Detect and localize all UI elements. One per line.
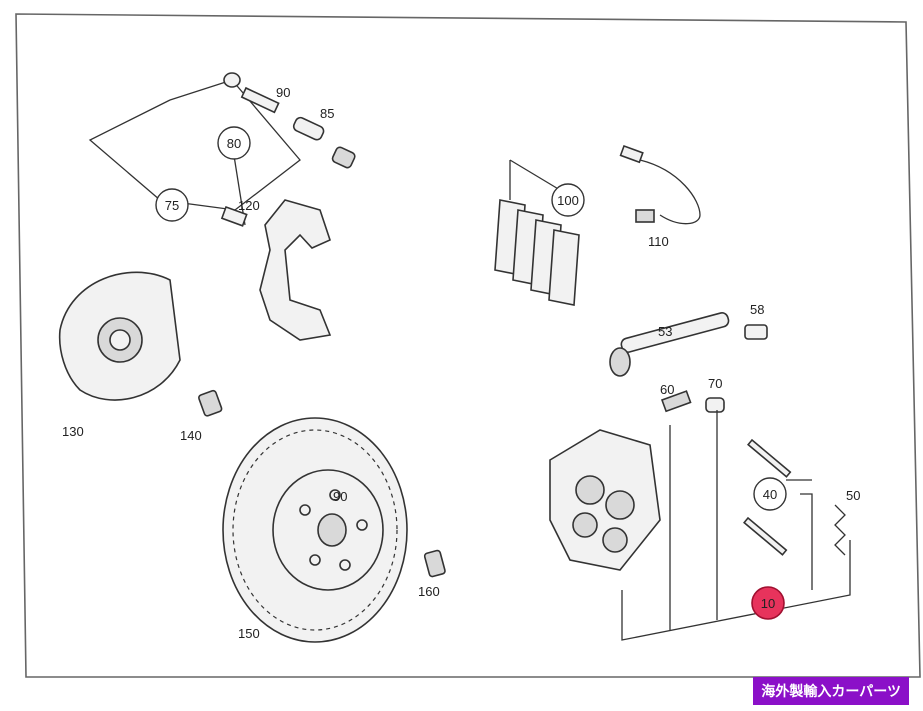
- label-10: 10: [761, 596, 775, 611]
- brake-disc: [222, 417, 408, 643]
- callout-80: 80: [217, 126, 251, 160]
- label-75: 75: [165, 198, 179, 213]
- label-90: 90: [276, 85, 290, 100]
- watermark-badge: 海外製輸入カーパーツ: [753, 677, 909, 705]
- brake-pads: [494, 159, 580, 306]
- caliper-bracket: [259, 199, 332, 341]
- label-120: 120: [238, 198, 260, 213]
- label-100: 100: [557, 193, 579, 208]
- label-53: 53: [658, 324, 672, 339]
- label-60: 60: [660, 382, 674, 397]
- guide-pin: [609, 312, 768, 377]
- retaining-pins: [743, 438, 792, 556]
- bleeder-cap: [705, 397, 725, 413]
- leader-lines-10: [621, 410, 851, 641]
- label-150: 150: [238, 626, 260, 641]
- bleeder-screw: [660, 390, 692, 413]
- label-80: 80: [227, 136, 241, 151]
- callout-100: 100: [551, 183, 585, 217]
- label-90-disc: 90: [333, 489, 347, 504]
- label-110: 110: [648, 234, 669, 249]
- spring-clip: [834, 504, 846, 556]
- label-130: 130: [62, 424, 84, 439]
- label-58: 58: [750, 302, 764, 317]
- label-70: 70: [708, 376, 722, 391]
- label-160: 160: [418, 584, 440, 599]
- caliper: [549, 429, 661, 571]
- wear-sensor: [619, 144, 701, 225]
- bolt-160: [423, 549, 446, 578]
- callout-10: 10: [751, 586, 785, 620]
- label-140: 140: [180, 428, 202, 443]
- callout-40: 40: [753, 477, 787, 511]
- label-50: 50: [846, 488, 860, 503]
- bolt-140: [198, 389, 223, 417]
- callout-75: 75: [155, 188, 189, 222]
- bolt-group: [88, 72, 356, 227]
- label-40: 40: [763, 487, 777, 502]
- label-85: 85: [320, 106, 334, 121]
- dust-shield: [58, 271, 181, 401]
